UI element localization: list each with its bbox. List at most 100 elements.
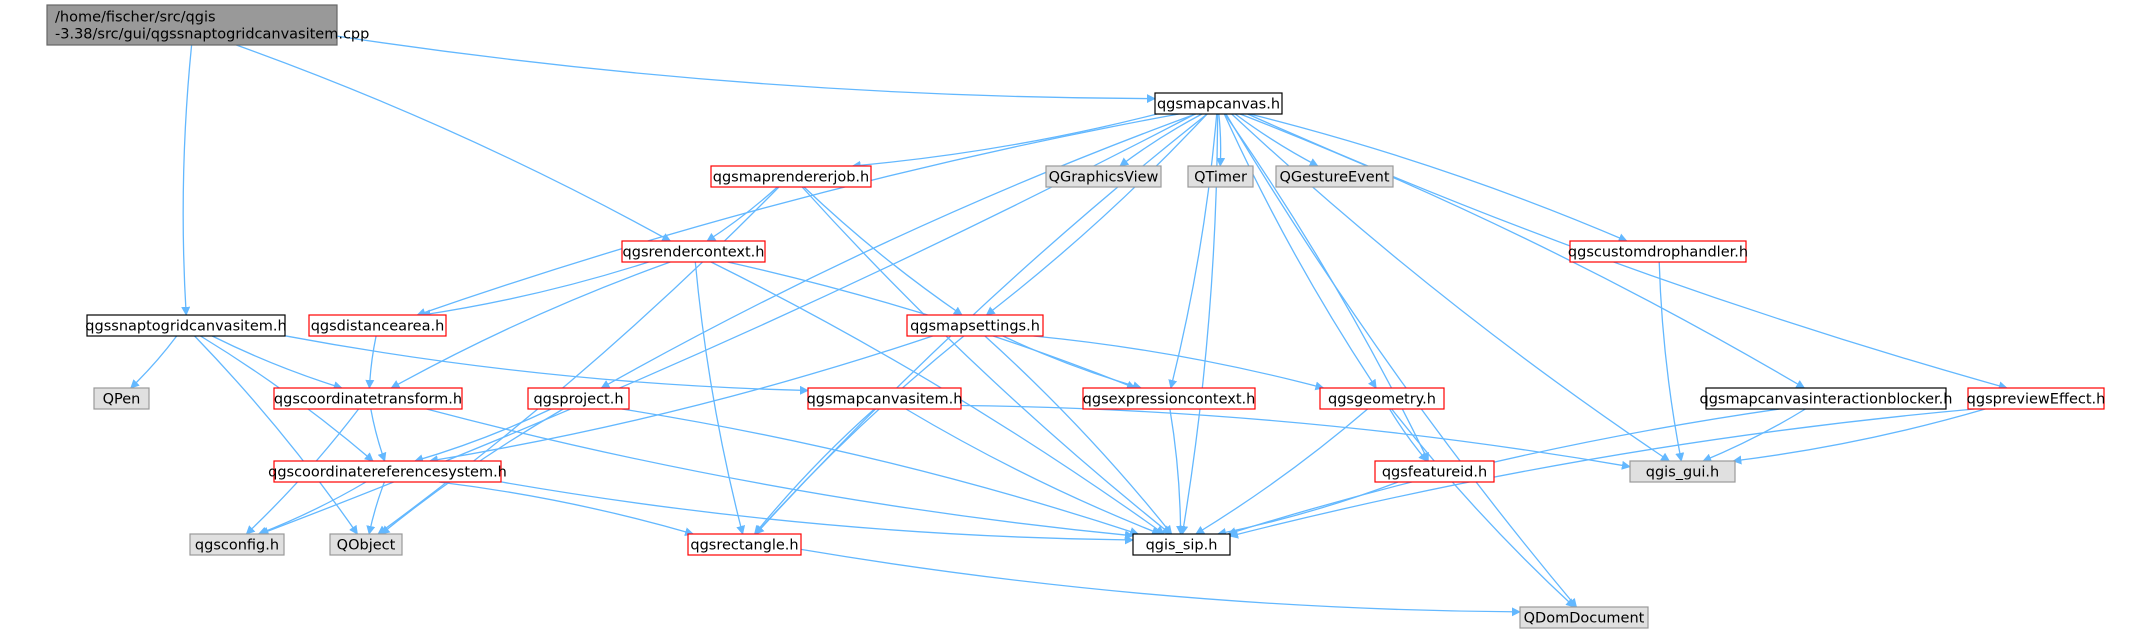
node-box-maprendererjob (710, 165, 872, 188)
node-label-qpen: QPen (103, 392, 141, 408)
node-geometry[interactable]: qgsgeometry.h (1319, 387, 1445, 410)
edge-geometry-to-featureid (1389, 408, 1428, 462)
node-box-crs (273, 460, 502, 483)
node-label-qgisgui: qgis_gui.h (1646, 465, 1719, 481)
edge-src-to-mapcanvas (336, 35, 1156, 104)
node-label-mapcanvasitem: qgsmapcanvasitem.h (807, 392, 963, 408)
node-crs[interactable]: qgscoordinatereferencesystem.h (268, 460, 507, 483)
node-label-mapcanvas: qgsmapcanvas.h (1157, 97, 1280, 113)
edge-rectangle-to-qdomdocument (800, 548, 1521, 617)
node-box-qgestureevent (1275, 165, 1394, 188)
node-box-featureid (1374, 460, 1495, 483)
node-qdomdocument: QDomDocument (1519, 606, 1649, 629)
node-interactionblocker[interactable]: qgsmapcanvasinteractionblocker.h (1700, 387, 1953, 410)
edge-mapsettings-to-rectangle (754, 335, 965, 535)
node-label-qobject: QObject (337, 538, 396, 554)
edge-interactionblocker-to-qgisgui (1702, 408, 1806, 463)
edge-mapcanvas-to-qtimer (1216, 113, 1226, 167)
node-box-snaptogrid (86, 314, 286, 337)
dependency-edges (130, 35, 2008, 617)
node-label-rectangle: qgsrectangle.h (690, 538, 798, 554)
node-featureid[interactable]: qgsfeatureid.h (1374, 460, 1495, 483)
node-expressioncontext[interactable]: qgsexpressioncontext.h (1082, 387, 1256, 410)
node-rendercontext[interactable]: qgsrendercontext.h (621, 240, 766, 263)
node-label-crs: qgscoordinatereferencesystem.h (268, 465, 507, 481)
edge-distancearea-to-coordtransform (365, 335, 377, 389)
node-qtimer: QTimer (1187, 165, 1254, 188)
edge-mapcanvas-to-mapsettings (985, 113, 1208, 316)
node-box-mapsettings (906, 314, 1044, 337)
edge-crs-to-rectangle (438, 481, 695, 537)
edge-mapcanvasitem-to-qgisgui (960, 404, 1631, 470)
edge-rendercontext-to-rectangle (694, 261, 746, 535)
node-label-interactionblocker: qgsmapcanvasinteractionblocker.h (1700, 392, 1953, 408)
node-label-geometry: qgsgeometry.h (1328, 392, 1436, 408)
edge-coordtransform-to-crs (370, 408, 387, 462)
edge-mapcanvas-to-customdrophandler (1249, 113, 1628, 242)
edge-mapcanvasitem-to-rectangle (754, 408, 875, 535)
node-previeweffect[interactable]: qgspreviewEffect.h (1967, 387, 2106, 410)
edge-src-to-snaptogrid (181, 44, 193, 316)
node-label-project: qgsproject.h (533, 392, 623, 408)
edge-mapsettings-to-geometry (1033, 335, 1325, 391)
edge-geometry-to-qdomdocument (1391, 408, 1575, 608)
node-label-src: /home/fischer/src/qgis (55, 10, 216, 26)
node-label-maprendererjob: qgsmaprendererjob.h (713, 170, 869, 186)
file-nodes: /home/fischer/src/qgis-3.38/src/gui/qgss… (46, 4, 2106, 629)
node-box-qtimer (1187, 165, 1254, 188)
edge-project-to-qgissip (621, 408, 1139, 536)
node-rectangle[interactable]: qgsrectangle.h (687, 533, 802, 556)
node-mapsettings[interactable]: qgsmapsettings.h (906, 314, 1044, 337)
edge-crs-to-qobject (366, 481, 386, 535)
node-box-rendercontext (621, 240, 766, 263)
node-mapcanvasitem[interactable]: qgsmapcanvasitem.h (807, 387, 963, 410)
edge-snaptogrid-to-qpen (130, 335, 178, 389)
node-maprendererjob[interactable]: qgsmaprendererjob.h (710, 165, 872, 188)
edge-mapcanvas-to-qgraphicsview (1119, 113, 1203, 167)
node-config: qgsconfig.h (189, 533, 285, 556)
edge-previeweffect-to-qgisgui (1732, 408, 1986, 465)
edge-coordtransform-to-qgissip (426, 408, 1134, 540)
node-snaptogrid[interactable]: qgssnaptogridcanvasitem.h (85, 314, 287, 337)
edge-mapcanvas-to-previeweffect (1247, 113, 2008, 391)
node-src: /home/fischer/src/qgis-3.38/src/gui/qgss… (46, 4, 369, 46)
edge-crs-to-config (257, 481, 367, 536)
node-qpen: QPen (93, 387, 150, 410)
node-coordtransform[interactable]: qgscoordinatetransform.h (273, 387, 463, 410)
edge-snaptogrid-to-qobject (194, 335, 358, 535)
edge-mapcanvas-to-qgestureevent (1234, 113, 1319, 167)
node-qgisgui: qgis_gui.h (1629, 460, 1736, 483)
node-box-qdomdocument (1519, 606, 1649, 629)
node-label-src: -3.38/src/gui/qgssnaptogridcanvasitem.cp… (55, 27, 369, 43)
edge-mapsettings-to-qgissip (984, 335, 1173, 535)
edge-maprendererjob-to-qobject (377, 186, 780, 535)
node-box-customdrophandler (1569, 240, 1747, 263)
node-mapcanvas[interactable]: qgsmapcanvas.h (1154, 92, 1283, 115)
edge-rendercontext-to-coordtransform (390, 261, 671, 389)
node-label-qdomdocument: QDomDocument (1524, 611, 1645, 627)
edge-previeweffect-to-qgissip (1229, 408, 1975, 539)
node-label-customdrophandler: qgscustomdrophandler.h (1568, 245, 1748, 261)
node-distancearea[interactable]: qgsdistancearea.h (308, 314, 447, 337)
node-label-expressioncontext: qgsexpressioncontext.h (1083, 392, 1256, 408)
node-customdrophandler[interactable]: qgscustomdrophandler.h (1568, 240, 1748, 263)
node-project[interactable]: qgsproject.h (527, 387, 630, 410)
node-qgissip[interactable]: qgis_sip.h (1132, 533, 1231, 556)
edge-expressioncontext-to-qgissip (1169, 408, 1186, 535)
edge-mapcanvasitem-to-qgissip (905, 408, 1161, 536)
edge-mapcanvas-to-qdomdocument (1225, 113, 1578, 608)
node-box-expressioncontext (1082, 387, 1256, 410)
edge-project-to-crs (414, 408, 552, 464)
node-label-qgissip: qgis_sip.h (1146, 538, 1218, 554)
node-label-qgestureevent: QGestureEvent (1279, 170, 1389, 186)
edge-mapsettings-to-crs (428, 335, 933, 465)
node-label-distancearea: qgsdistancearea.h (311, 319, 445, 335)
node-label-mapsettings: qgsmapsettings.h (910, 319, 1040, 335)
edge-mapcanvas-to-expressioncontext (1168, 113, 1218, 389)
edge-snaptogrid-to-mapcanvasitem (284, 335, 809, 395)
edge-mapcanvas-to-maprendererjob (851, 113, 1158, 170)
node-box-config (189, 533, 285, 556)
node-qgestureevent: QGestureEvent (1275, 165, 1394, 188)
node-box-qpen (93, 387, 150, 410)
